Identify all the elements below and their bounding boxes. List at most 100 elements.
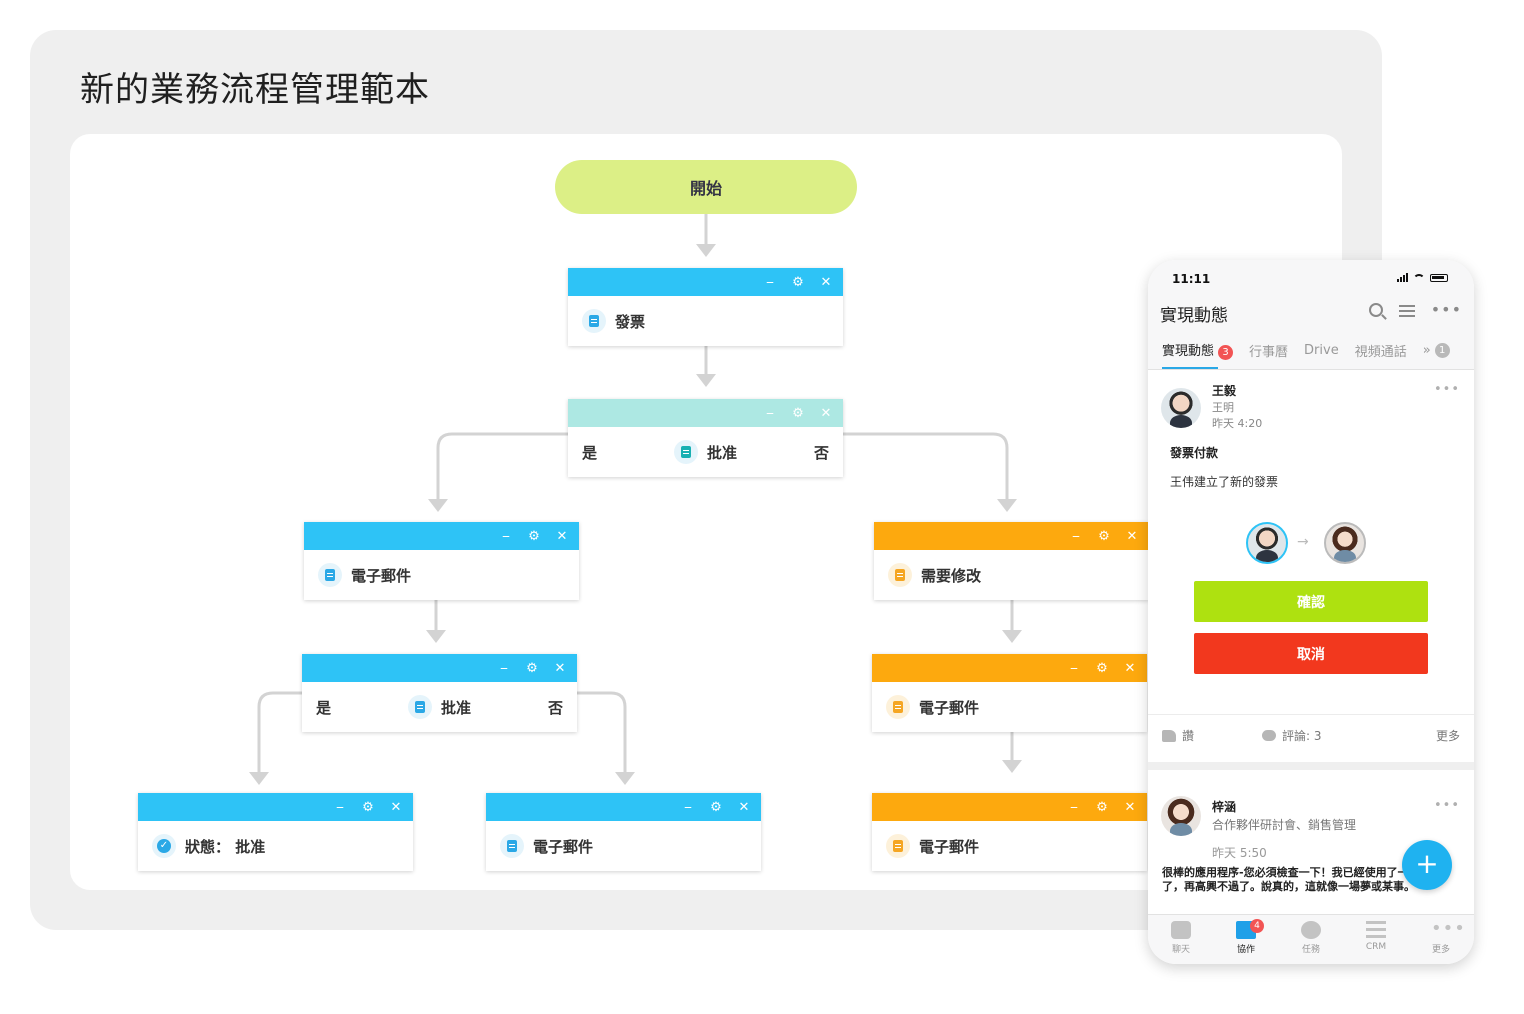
- branch-no-label: 否: [813, 443, 829, 462]
- tab-video-call[interactable]: 視頻通話: [1354, 344, 1407, 360]
- branch-no-label: 否: [547, 698, 563, 717]
- tab-calendar[interactable]: 行事曆: [1249, 344, 1289, 360]
- node-label: 批准: [440, 698, 471, 717]
- page-title: 新的業務流程管理範本: [80, 70, 430, 110]
- node-label: 電子郵件: [919, 837, 980, 856]
- tab-drive[interactable]: Drive: [1304, 342, 1339, 358]
- post-body: 很棒的應用程序-您必須檢查一下！我已經使用了一個星期了，再高興不過了。說真的，這…: [1162, 866, 1442, 893]
- search-icon[interactable]: [1368, 303, 1383, 317]
- node-revise[interactable]: ⎯ ⚙ ✕ 需要修改: [874, 522, 1149, 600]
- node-email-mid[interactable]: ⎯ ⚙ ✕ 電子郵件: [486, 793, 761, 871]
- nav-chat[interactable]: 聊天: [1151, 921, 1211, 955]
- node-status[interactable]: ⎯ ⚙ ✕ ✓ 狀態： 批准: [138, 793, 413, 871]
- node-email-right-2[interactable]: ⎯ ⚙ ✕ 電子郵件: [872, 793, 1147, 871]
- gear-icon[interactable]: ⚙: [792, 405, 804, 421]
- avatar[interactable]: [1161, 388, 1201, 428]
- phone-title: 實現動態: [1160, 306, 1228, 326]
- gear-icon[interactable]: ⚙: [1098, 528, 1110, 544]
- document-icon: [407, 695, 432, 719]
- node-approve-left[interactable]: ⎯ ⚙ ✕ 是 批准 否: [302, 654, 577, 732]
- avatar[interactable]: [1161, 796, 1201, 836]
- node-header: ⎯ ⚙ ✕: [872, 793, 1147, 821]
- close-icon[interactable]: ✕: [820, 274, 832, 290]
- status-icons: [1397, 273, 1448, 282]
- post-author[interactable]: 梓涵: [1212, 800, 1237, 814]
- gear-icon[interactable]: ⚙: [528, 528, 540, 544]
- minimize-icon[interactable]: ⎯: [1070, 660, 1078, 676]
- gear-icon[interactable]: ⚙: [792, 274, 804, 290]
- avatar[interactable]: [1324, 522, 1366, 564]
- node-label: 批准: [706, 443, 737, 462]
- close-icon[interactable]: ✕: [738, 799, 750, 815]
- filter-icon[interactable]: [1398, 303, 1415, 317]
- node-email-left[interactable]: ⎯ ⚙ ✕ 電子郵件: [304, 522, 579, 600]
- signal-icon: [1397, 273, 1408, 282]
- node-body: 電子郵件: [304, 550, 579, 600]
- minimize-icon[interactable]: ⎯: [500, 660, 508, 676]
- document-icon: [886, 834, 910, 858]
- gear-icon[interactable]: ⚙: [526, 660, 538, 676]
- close-icon[interactable]: ✕: [1124, 660, 1136, 676]
- minimize-icon[interactable]: ⎯: [766, 274, 774, 290]
- gear-icon[interactable]: ⚙: [362, 799, 374, 815]
- check-icon: ✓: [152, 834, 176, 858]
- post-subject: 發票付款: [1170, 446, 1219, 460]
- more-icon[interactable]: •••: [1430, 300, 1462, 319]
- post-separator: [1148, 762, 1474, 770]
- document-icon: [318, 563, 342, 587]
- minimize-icon[interactable]: ⎯: [336, 799, 344, 815]
- more-button[interactable]: 更多: [1435, 729, 1460, 743]
- node-body: 需要修改: [874, 550, 1149, 600]
- post-more-icon[interactable]: •••: [1433, 382, 1460, 397]
- minimize-icon[interactable]: ⎯: [684, 799, 692, 815]
- gear-icon[interactable]: ⚙: [1096, 660, 1108, 676]
- chat-icon: [1171, 921, 1191, 939]
- confirm-button[interactable]: 確認: [1194, 581, 1428, 622]
- nav-more[interactable]: •••更多: [1431, 918, 1466, 956]
- document-icon: [888, 563, 912, 587]
- minimize-icon[interactable]: ⎯: [1072, 528, 1080, 544]
- node-body: 是 批准 否: [568, 427, 843, 477]
- tab-badge: 3: [1218, 345, 1234, 360]
- post-body: 王伟建立了新的發票: [1170, 475, 1279, 489]
- overflow-badge: 1: [1434, 342, 1450, 358]
- add-button[interactable]: +: [1402, 840, 1452, 890]
- post-more-icon[interactable]: •••: [1433, 798, 1460, 813]
- minimize-icon[interactable]: ⎯: [1070, 799, 1078, 815]
- node-header: ⎯ ⚙ ✕: [568, 399, 843, 427]
- close-icon[interactable]: ✕: [820, 405, 832, 421]
- close-icon[interactable]: ✕: [390, 799, 402, 815]
- close-icon[interactable]: ✕: [1124, 799, 1136, 815]
- gear-icon[interactable]: ⚙: [1096, 799, 1108, 815]
- node-email-right[interactable]: ⎯ ⚙ ✕ 電子郵件: [872, 654, 1147, 732]
- comment-icon: [1262, 730, 1276, 741]
- node-body: 電子郵件: [872, 682, 1147, 732]
- chevron-right-icon[interactable]: »: [1422, 342, 1431, 358]
- node-approve-top[interactable]: ⎯ ⚙ ✕ 是 批准 否: [568, 399, 843, 477]
- more-icon: •••: [1431, 918, 1466, 939]
- post-author[interactable]: 王毅: [1212, 384, 1237, 398]
- start-node[interactable]: 開始: [555, 160, 857, 214]
- node-body: 發票: [568, 296, 843, 346]
- post-recipient: 合作夥伴研討會、銷售管理: [1212, 818, 1357, 832]
- comments-button[interactable]: 評論: 3: [1262, 727, 1322, 744]
- close-icon[interactable]: ✕: [1126, 528, 1138, 544]
- like-button[interactable]: 讚: [1162, 727, 1194, 744]
- nav-crm[interactable]: CRM: [1346, 921, 1406, 952]
- nav-task[interactable]: 任務: [1281, 921, 1341, 955]
- cancel-button[interactable]: 取消: [1194, 633, 1428, 674]
- minimize-icon[interactable]: ⎯: [766, 405, 774, 421]
- node-invoice[interactable]: ⎯ ⚙ ✕ 發票: [568, 268, 843, 346]
- crm-icon: [1366, 921, 1386, 939]
- avatar[interactable]: [1246, 522, 1288, 564]
- close-icon[interactable]: ✕: [556, 528, 568, 544]
- minimize-icon[interactable]: ⎯: [502, 528, 510, 544]
- gear-icon[interactable]: ⚙: [710, 799, 722, 815]
- close-icon[interactable]: ✕: [554, 660, 566, 676]
- node-body: 是 批准 否: [302, 682, 577, 732]
